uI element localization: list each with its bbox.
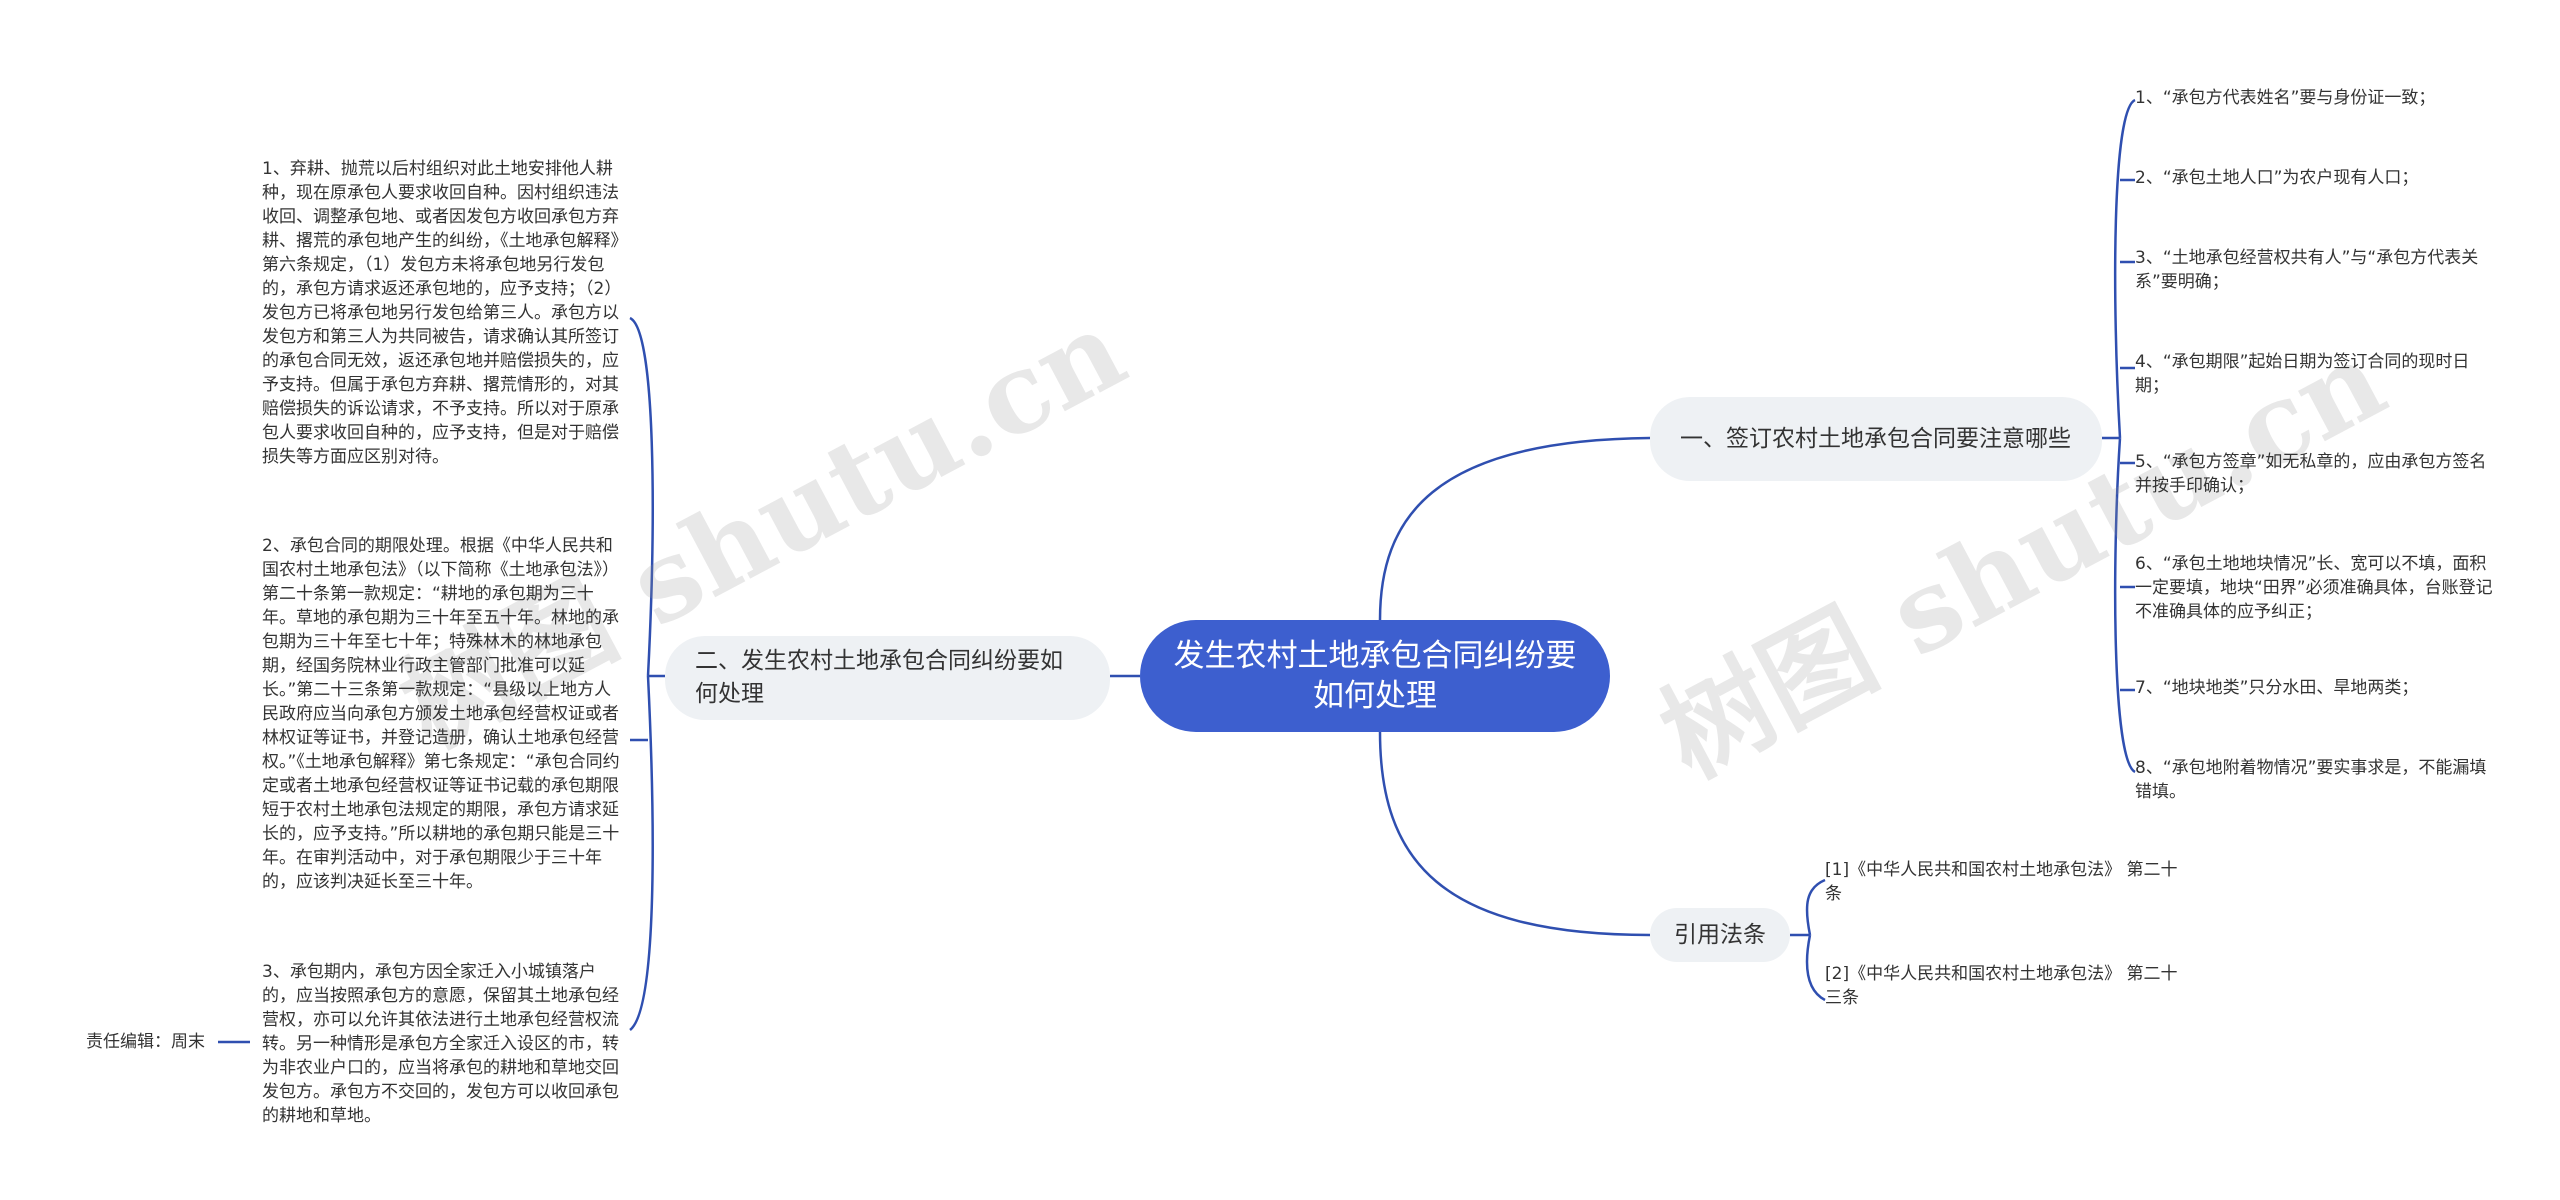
- branch-title: 引用法条: [1674, 921, 1766, 948]
- bracket-b2: [629, 316, 665, 1031]
- list-item[interactable]: [2]《中华人民共和国农村土地承包法》 第二十三条: [1825, 964, 2178, 1008]
- link-root-b1: [1378, 436, 1651, 621]
- editor-credit[interactable]: 责任编辑：周末: [86, 1032, 205, 1052]
- list-item[interactable]: 2、承包合同的期限处理。根据《中华人民共和国农村土地承包法》（以下简称《土地承包…: [262, 536, 620, 892]
- list-item[interactable]: 3、承包期内，承包方因全家迁入小城镇落户的，应当按照承包方的意愿，保留其土地承包…: [262, 962, 619, 1126]
- branch-node-dispute[interactable]: 二、发生农村土地承包合同纠纷要如何处理: [665, 636, 1110, 720]
- branch-title: 一、签订农村土地承包合同要注意哪些: [1680, 425, 2071, 452]
- list-item[interactable]: 6、“承包土地地块情况”长、宽可以不填，面积一定要填，地块“田界”必须准确具体，…: [2135, 554, 2493, 622]
- list-item[interactable]: 1、“承包方代表姓名”要与身份证一致；: [2135, 88, 2436, 108]
- tick-b1: [2120, 178, 2135, 692]
- list-item[interactable]: 1、弃耕、抛荒以后村组织对此土地安排他人耕种，现在原承包人要求收回自种。因村组织…: [262, 159, 622, 467]
- list-item[interactable]: [1]《中华人民共和国农村土地承包法》 第二十条: [1825, 860, 2178, 904]
- list-item[interactable]: 7、“地块地类”只分水田、旱地两类；: [2135, 678, 2419, 698]
- list-item[interactable]: 2、“承包土地人口”为农户现有人口；: [2135, 168, 2419, 188]
- list-item[interactable]: 4、“承包期限”起始日期为签订合同的现时日期；: [2135, 352, 2470, 396]
- link-root-b3: [1378, 731, 1651, 937]
- list-item[interactable]: 3、“土地承包经营权共有人”与“承包方代表关系”要明确；: [2135, 248, 2479, 292]
- list-item[interactable]: 8、“承包地附着物情况”要实事求是，不能漏填错填。: [2135, 758, 2487, 802]
- root-title: 发生农村土地承包合同纠纷要如何处理: [1173, 638, 1577, 714]
- list-item[interactable]: 5、“承包方签章”如无私章的，应由承包方签名并按手印确认；: [2135, 452, 2487, 496]
- branch-node-sign-contract[interactable]: 一、签订农村土地承包合同要注意哪些: [1650, 397, 2102, 481]
- branch-node-cited-law[interactable]: 引用法条: [1650, 908, 1790, 962]
- branch-title: 二、发生农村土地承包合同纠纷要如何处理: [695, 648, 1063, 707]
- bracket-b1: [2102, 98, 2136, 774]
- root-node[interactable]: 发生农村土地承包合同纠纷要如何处理: [1140, 620, 1610, 732]
- bracket-b3: [1790, 878, 1826, 1002]
